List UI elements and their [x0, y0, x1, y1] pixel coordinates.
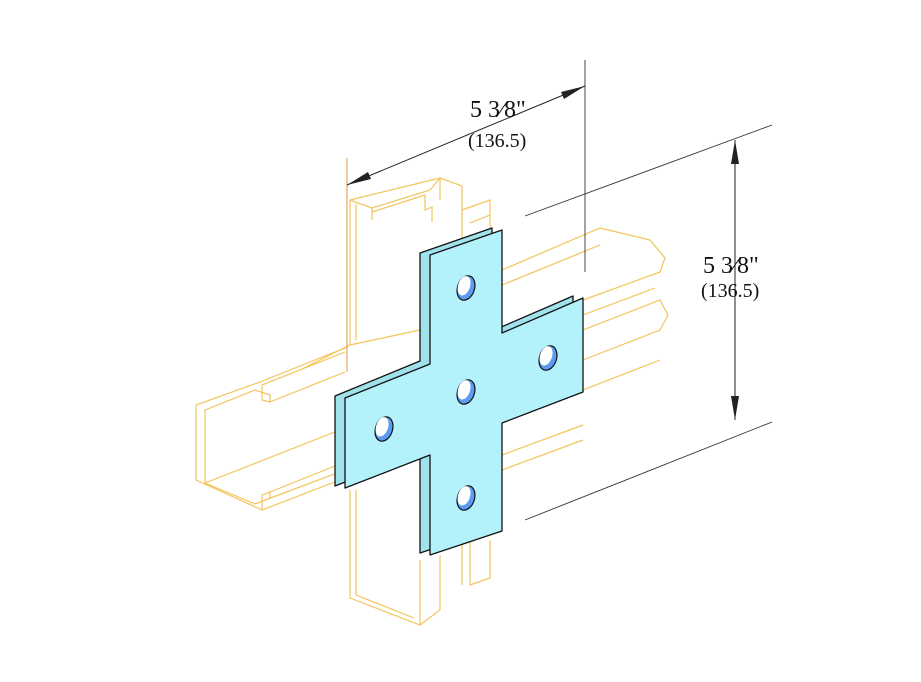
width-dimension-imperial: 5 3⁄8" — [470, 97, 526, 123]
height-dimension-imperial: 5 3⁄8" — [703, 253, 759, 279]
hole-center — [456, 379, 476, 405]
arrow-head-icon — [731, 396, 739, 420]
height-dimension-metric: (136.5) — [701, 280, 759, 302]
width-dimension-line — [346, 85, 586, 186]
horizontal-strut-channel — [195, 227, 669, 511]
arrow-head-icon — [347, 172, 371, 185]
mounting-holes — [374, 275, 558, 511]
cross-plate — [334, 227, 584, 556]
hole-right — [538, 345, 558, 371]
height-dimension-line — [731, 140, 739, 420]
arrow-head-icon — [731, 140, 739, 164]
extension-lines — [346, 60, 773, 521]
hole-left — [374, 416, 394, 442]
width-dimension-metric: (136.5) — [468, 130, 526, 152]
hole-bottom — [456, 485, 476, 511]
arrow-head-icon — [561, 86, 585, 99]
hole-top — [456, 275, 476, 301]
